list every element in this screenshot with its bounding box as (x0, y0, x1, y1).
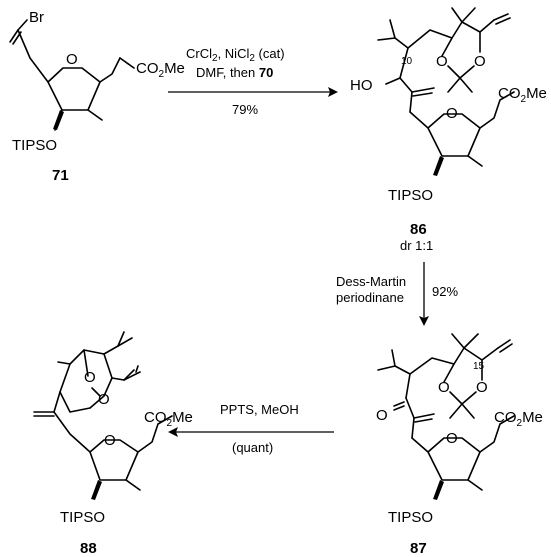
tipso-group: TIPSO (12, 137, 57, 154)
step-2-arrow (419, 262, 429, 326)
compound-71-bonds (9, 19, 135, 131)
step-1-yield: 79% (232, 102, 258, 117)
step-3-reagents: PPTS, MeOH (220, 402, 299, 417)
hydroxyl-group: HO (350, 77, 373, 94)
methyl-ester-group-86: CO2Me (498, 85, 547, 105)
step-2-reagent-line1: Dess-Martin (336, 274, 406, 289)
step-3-yield: (quant) (232, 440, 273, 455)
tipso-group-88: TIPSO (60, 509, 105, 526)
compound-71: Br O CO2Me TIPSO 71 (9, 9, 185, 184)
compound-86-dr: dr 1:1 (400, 238, 433, 253)
step-1-solvent: DMF, then 70 (196, 65, 273, 80)
acetonide-oxygen-1: O (436, 53, 448, 70)
methyl-ester-group-88: CO2Me (144, 409, 193, 429)
methyl-ester-group: CO2Me (136, 60, 185, 80)
acetonide-oxygen-2: O (474, 53, 486, 70)
compound-87: O 15 O O O CO2Me TIPSO 87 (376, 333, 543, 557)
compound-88-bonds (33, 331, 173, 500)
ring-oxygen-86: O (446, 105, 458, 122)
bridge-oxygen-88: O (84, 369, 96, 386)
ring-oxygen: O (66, 51, 78, 68)
acetonide-oxygen-1-87: O (438, 379, 450, 396)
compound-88: O O O CO2Me TIPSO 88 (33, 331, 193, 557)
bromine-atom: Br (29, 9, 44, 26)
step-3-arrow (168, 427, 334, 437)
ketal-oxygen-88: O (98, 391, 110, 408)
tipso-group-87: TIPSO (388, 509, 433, 526)
compound-87-bonds (377, 333, 515, 500)
ring-oxygen-88: O (104, 432, 116, 449)
compound-86-label: 86 (410, 221, 427, 238)
compound-86-bonds (377, 7, 515, 176)
step-1-arrow (168, 87, 338, 97)
compound-71-label: 71 (52, 167, 69, 184)
compound-86: HO 10 O O O CO2Me TIPSO 86 dr 1:1 (350, 7, 547, 253)
compound-88-label: 88 (80, 540, 97, 557)
tipso-group-86: TIPSO (388, 187, 433, 204)
step-1-reagents: CrCl2, NiCl2 (cat) (186, 46, 285, 64)
stereocenter-10-label: 10 (401, 56, 413, 67)
ring-oxygen-87: O (446, 430, 458, 447)
stereocenter-15-label: 15 (473, 361, 485, 372)
step-2-reagent-line2: periodinane (336, 290, 404, 305)
compound-87-label: 87 (410, 540, 427, 557)
ketone-oxygen: O (376, 407, 388, 424)
methyl-ester-group-87: CO2Me (494, 409, 543, 429)
step-2-yield: 92% (432, 284, 458, 299)
acetonide-oxygen-2-87: O (476, 379, 488, 396)
